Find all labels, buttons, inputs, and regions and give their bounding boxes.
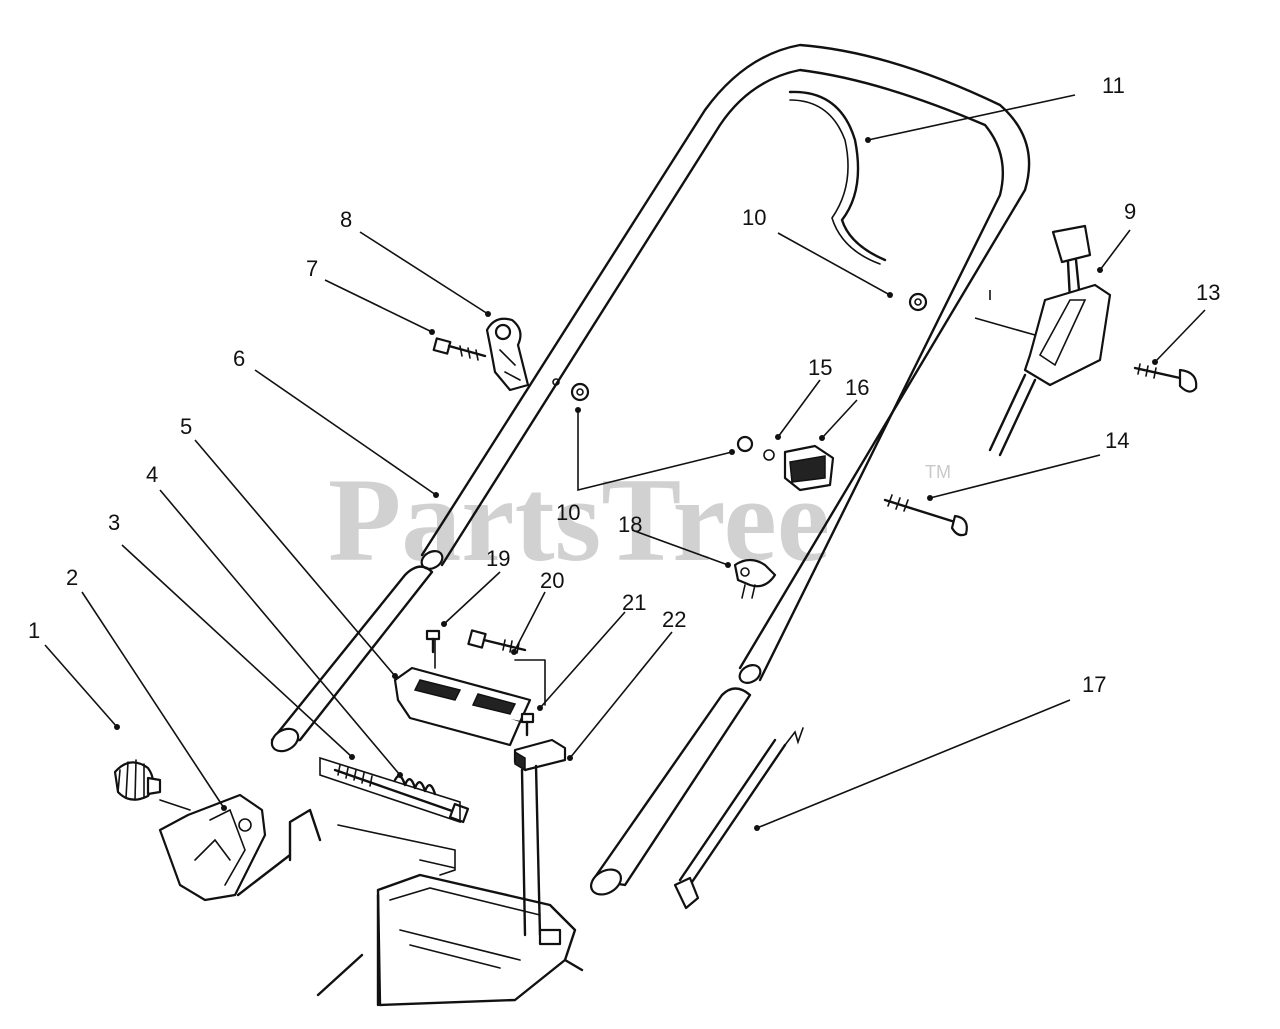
nut-part-10-c[interactable] [908,292,928,312]
callout-14[interactable]: 14 [1105,428,1129,453]
clip-part-18[interactable] [733,558,777,599]
callout-16[interactable]: 16 [845,375,869,400]
block-part-22[interactable] [513,738,567,937]
callout-19[interactable]: 19 [486,546,510,571]
callout-8[interactable]: 8 [340,207,352,232]
callout-11[interactable]: 11 [1102,73,1125,98]
callout-6[interactable]: 6 [233,346,245,371]
callout-5[interactable]: 5 [180,414,192,439]
callout-15[interactable]: 15 [808,355,832,380]
cable-guide-part-11[interactable] [788,90,887,265]
callout-18[interactable]: 18 [618,512,642,537]
block-part-16[interactable] [783,444,835,492]
bolt-part-3[interactable] [319,756,470,824]
callout-20[interactable]: 20 [540,568,564,593]
upper-handle[interactable] [418,43,1031,686]
leader-lines [44,94,1206,831]
housing-part-2[interactable] [158,793,267,902]
callout-10-upper[interactable]: 10 [742,205,766,230]
callout-21[interactable]: 21 [622,590,646,615]
plate-part-5[interactable] [393,639,546,747]
bolt-part-20[interactable] [467,629,527,654]
nut-part-10-a[interactable] [570,382,590,402]
callout-3[interactable]: 3 [108,510,120,535]
bolt-part-7[interactable] [432,337,487,361]
screw-part-21[interactable] [520,712,535,737]
lower-left-tube[interactable] [268,565,434,756]
callout-10-lower[interactable]: 10 [556,500,580,525]
cable-part-17[interactable] [673,727,804,910]
spring-part-4[interactable] [393,774,437,796]
callout-22[interactable]: 22 [662,607,686,632]
callout-2[interactable]: 2 [66,565,78,590]
callout-1[interactable]: 1 [28,618,40,643]
callout-7[interactable]: 7 [306,256,318,281]
mower-deck-frame [236,808,584,1007]
nut-part-10-b[interactable] [736,435,754,453]
callout-17[interactable]: 17 [1082,672,1106,697]
knob-part-1[interactable] [113,759,162,801]
bolt-part-13[interactable] [1133,363,1198,393]
callout-4[interactable]: 4 [146,462,158,487]
watermark-trademark: TM [925,462,951,482]
callout-9[interactable]: 9 [1124,199,1136,224]
throttle-control-part-9[interactable] [974,224,1112,457]
screw-part-19[interactable] [425,629,441,654]
lower-right-tube[interactable] [587,687,752,900]
callouts: 11 10 9 13 14 15 16 10 18 8 7 6 5 4 3 2 … [28,73,1220,697]
bolt-part-14[interactable] [883,494,968,537]
bracket-part-8[interactable] [485,317,530,392]
callout-13[interactable]: 13 [1196,280,1220,305]
